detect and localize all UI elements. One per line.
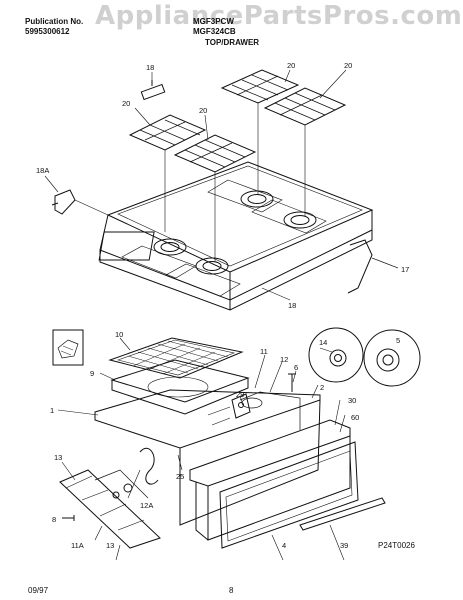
grate-drop-lines — [164, 103, 306, 262]
callout-13: 13 — [54, 453, 62, 462]
burner-grate-left-back — [128, 114, 207, 151]
callout-5: 5 — [396, 336, 400, 345]
detail-circle-14 — [308, 327, 364, 383]
callout-labels: 18 20 20 20 20 18A 17 18 10 9 1 11 12 6 … — [36, 61, 409, 550]
page-number: 8 — [229, 586, 234, 595]
model-number-2: MGF324CB — [193, 27, 236, 36]
callout-9: 9 — [90, 369, 94, 378]
callout-14: 14 — [319, 338, 327, 347]
callout-18: 18 — [288, 301, 296, 310]
callout-6: 6 — [294, 363, 298, 372]
callout-17: 17 — [401, 265, 409, 274]
callout-12a: 12A — [140, 501, 153, 510]
burner-grate-right-back — [220, 69, 300, 104]
publication-label: Publication No. — [25, 17, 84, 26]
callout-29: 29 — [236, 390, 244, 399]
callout-25: 25 — [176, 472, 184, 481]
section-title: TOP/DRAWER — [205, 38, 260, 47]
drawer-front-panel — [189, 419, 351, 541]
callout-60: 60 — [351, 413, 359, 422]
figure-code: P24T0026 — [378, 541, 415, 550]
watermark: AppliancePartsPros.com — [95, 1, 463, 31]
drawer-frame-assembly — [94, 389, 321, 526]
callout-18: 18 — [146, 63, 154, 72]
callout-11a: 11A — [71, 541, 84, 550]
callout-39: 39 — [340, 541, 348, 550]
revision-date: 09/97 — [28, 586, 49, 595]
part-18a-bracket — [51, 189, 109, 216]
callout-13: 13 — [106, 541, 114, 550]
publication-number: 5995300612 — [25, 27, 70, 36]
callout-8: 8 — [52, 515, 56, 524]
inset-detail-box — [52, 329, 84, 366]
model-number-1: MGF3PCW — [193, 17, 234, 26]
callout-20: 20 — [344, 61, 352, 70]
part-12a-spring — [139, 447, 159, 485]
callout-20: 20 — [287, 61, 295, 70]
part-8-screw — [62, 515, 75, 521]
drawer-front-trim — [219, 441, 359, 549]
part-18-clip — [140, 80, 166, 101]
callout-2: 2 — [320, 383, 324, 392]
callout-4: 4 — [282, 541, 286, 550]
part-6-screw — [288, 373, 296, 392]
detail-circle-5 — [363, 329, 421, 387]
leader-lines — [44, 69, 399, 561]
callout-20: 20 — [122, 99, 130, 108]
part-39-seal-strip — [299, 497, 386, 531]
burner-grate-right-front — [263, 87, 347, 126]
callout-10: 10 — [115, 330, 123, 339]
callout-11: 11 — [260, 347, 268, 356]
cooktop-top-assembly — [98, 161, 374, 311]
callout-1: 1 — [50, 406, 54, 415]
callout-30: 30 — [348, 396, 356, 405]
drawer-rail-assembly — [59, 469, 161, 549]
burner-grate-left-front — [173, 134, 257, 173]
callout-20: 20 — [199, 106, 207, 115]
part-29-bracket — [231, 393, 251, 419]
broiler-pan — [110, 359, 250, 415]
broiler-pan-insert — [108, 337, 244, 379]
callout-18a: 18A — [36, 166, 49, 175]
callout-12: 12 — [280, 355, 288, 364]
